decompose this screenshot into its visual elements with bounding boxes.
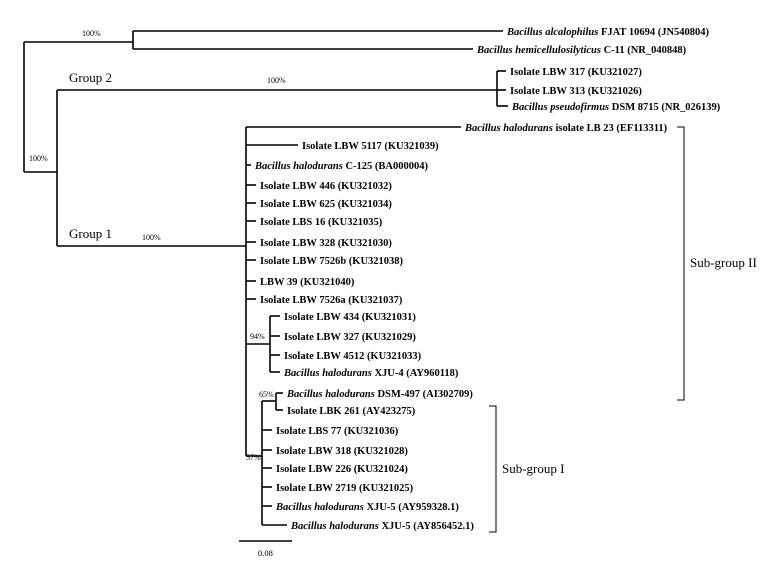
- taxon-label: Isolate LBW 317 (KU321027): [510, 67, 642, 78]
- taxon-label: Bacillus halodurans C-125 (BA000004): [254, 161, 428, 172]
- strain-id: Isolate LBW 7526b (KU321038): [260, 256, 404, 267]
- strain-id: FJAT 10694 (JN540804): [598, 27, 709, 38]
- strain-id: XJU-5 (AY959328.1): [364, 502, 459, 513]
- strain-id: Isolate LBW 327 (KU321029): [284, 332, 416, 343]
- bootstrap-subgroup1: 57%: [246, 453, 261, 462]
- taxon-label: Isolate LBW 5117 (KU321039): [302, 141, 439, 152]
- group2-label: Group 2: [69, 70, 112, 85]
- taxon-label: Isolate LBW 4512 (KU321033): [284, 351, 422, 362]
- taxon-label: Isolate LBS 77 (KU321036): [276, 426, 399, 437]
- taxon-label: Isolate LBW 434 (KU321031): [284, 312, 416, 323]
- species-name: Bacillus alcalophilus: [506, 27, 598, 38]
- subgroup-brackets: Sub-group II Sub-group I: [489, 126, 757, 533]
- strain-id: XJU-5 (AY856452.1): [379, 521, 474, 532]
- species-name: Bacillus halodurans: [286, 389, 375, 400]
- taxon-label: Bacillus halodurans XJU-5 (AY856452.1): [290, 521, 474, 532]
- strain-id: C-125 (BA000004): [343, 161, 429, 172]
- species-name: Bacillus halodurans: [464, 123, 553, 134]
- strain-id: C-11 (NR_040848): [601, 45, 687, 56]
- species-name: Bacillus halodurans: [283, 368, 372, 379]
- subgroup1-bracket: [489, 405, 497, 533]
- taxon-label: Isolate LBW 2719 (KU321025): [276, 483, 414, 494]
- strain-id: Isolate LBW 625 (KU321034): [260, 199, 392, 210]
- strain-id: XJU-4 (AY960118): [372, 368, 459, 379]
- strain-id: Isolate LBW 446 (KU321032): [260, 181, 392, 192]
- subgroup1-label: Sub-group I: [502, 461, 564, 476]
- strain-id: Isolate LBS 77 (KU321036): [276, 426, 399, 437]
- taxon-label: Isolate LBS 16 (KU321035): [260, 217, 383, 228]
- taxon-labels: Bacillus alcalophilus FJAT 10694 (JN5408…: [254, 27, 721, 532]
- subgroup2-bracket: [677, 126, 685, 401]
- taxon-label: Isolate LBW 7526b (KU321038): [260, 256, 404, 267]
- strain-id: Isolate LBW 317 (KU321027): [510, 67, 642, 78]
- taxon-label: Isolate LBW 625 (KU321034): [260, 199, 392, 210]
- taxon-label: Bacillus halodurans XJU-5 (AY959328.1): [275, 502, 459, 513]
- taxon-label: Isolate LBW 226 (KU321024): [276, 464, 408, 475]
- species-name: Bacillus pseudofirmus: [511, 102, 609, 113]
- strain-id: Isolate LBK 261 (AY423275): [287, 406, 416, 417]
- bootstrap-root: 100%: [29, 154, 48, 163]
- taxon-label: LBW 39 (KU321040): [260, 277, 355, 288]
- strain-id: Isolate LBW 328 (KU321030): [260, 238, 392, 249]
- bootstrap-values: 100% 100% 100% 100% 94% 65% 57%: [29, 29, 286, 462]
- group1-label: Group 1: [69, 226, 112, 241]
- bootstrap-outgroup: 100%: [82, 29, 101, 38]
- strain-id: Isolate LBW 2719 (KU321025): [276, 483, 414, 494]
- taxon-label: Isolate LBW 313 (KU321026): [510, 86, 642, 97]
- strain-id: isolate LB 23 (EF113311): [553, 123, 668, 134]
- bootstrap-xju4-clade: 94%: [250, 332, 265, 341]
- species-name: Bacillus hemicellulosilyticus: [476, 45, 601, 56]
- bootstrap-group2: 100%: [267, 76, 286, 85]
- taxon-label: Isolate LBW 7526a (KU321037): [260, 295, 403, 306]
- species-name: Bacillus halodurans: [290, 521, 379, 532]
- species-name: Bacillus halodurans: [275, 502, 364, 513]
- scale-bar: 0.08: [239, 540, 292, 558]
- strain-id: DSM 8715 (NR_026139): [609, 102, 721, 113]
- taxon-label: Isolate LBW 446 (KU321032): [260, 181, 392, 192]
- taxon-label: Bacillus alcalophilus FJAT 10694 (JN5408…: [506, 27, 710, 38]
- group-labels: Group 2 Group 1: [69, 70, 112, 241]
- taxon-label: Bacillus halodurans DSM-497 (AI302709): [286, 389, 473, 400]
- strain-id: Isolate LBW 5117 (KU321039): [302, 141, 439, 152]
- subgroup2-label: Sub-group II: [690, 255, 757, 270]
- taxon-label: Isolate LBW 318 (KU321028): [276, 446, 408, 457]
- taxon-label: Isolate LBW 327 (KU321029): [284, 332, 416, 343]
- taxon-label: Bacillus hemicellulosilyticus C-11 (NR_0…: [476, 45, 687, 56]
- strain-id: Isolate LBW 434 (KU321031): [284, 312, 416, 323]
- taxon-label: Isolate LBK 261 (AY423275): [287, 406, 416, 417]
- taxon-label: Bacillus halodurans isolate LB 23 (EF113…: [464, 123, 668, 134]
- strain-id: Isolate LBW 4512 (KU321033): [284, 351, 422, 362]
- strain-id: Isolate LBW 313 (KU321026): [510, 86, 642, 97]
- species-name: Bacillus halodurans: [254, 161, 343, 172]
- taxon-label: Bacillus pseudofirmus DSM 8715 (NR_02613…: [511, 102, 721, 113]
- strain-id: DSM-497 (AI302709): [375, 389, 473, 400]
- bootstrap-dsm-clade: 65%: [259, 390, 274, 399]
- strain-id: Isolate LBS 16 (KU321035): [260, 217, 383, 228]
- strain-id: Isolate LBW 226 (KU321024): [276, 464, 408, 475]
- taxon-label: Bacillus halodurans XJU-4 (AY960118): [283, 368, 459, 379]
- bootstrap-group1: 100%: [142, 233, 161, 242]
- strain-id: Isolate LBW 318 (KU321028): [276, 446, 408, 457]
- taxon-label: Isolate LBW 328 (KU321030): [260, 238, 392, 249]
- strain-id: LBW 39 (KU321040): [260, 277, 355, 288]
- tree-branches: [23, 30, 508, 526]
- scale-bar-label: 0.08: [258, 548, 273, 558]
- strain-id: Isolate LBW 7526a (KU321037): [260, 295, 403, 306]
